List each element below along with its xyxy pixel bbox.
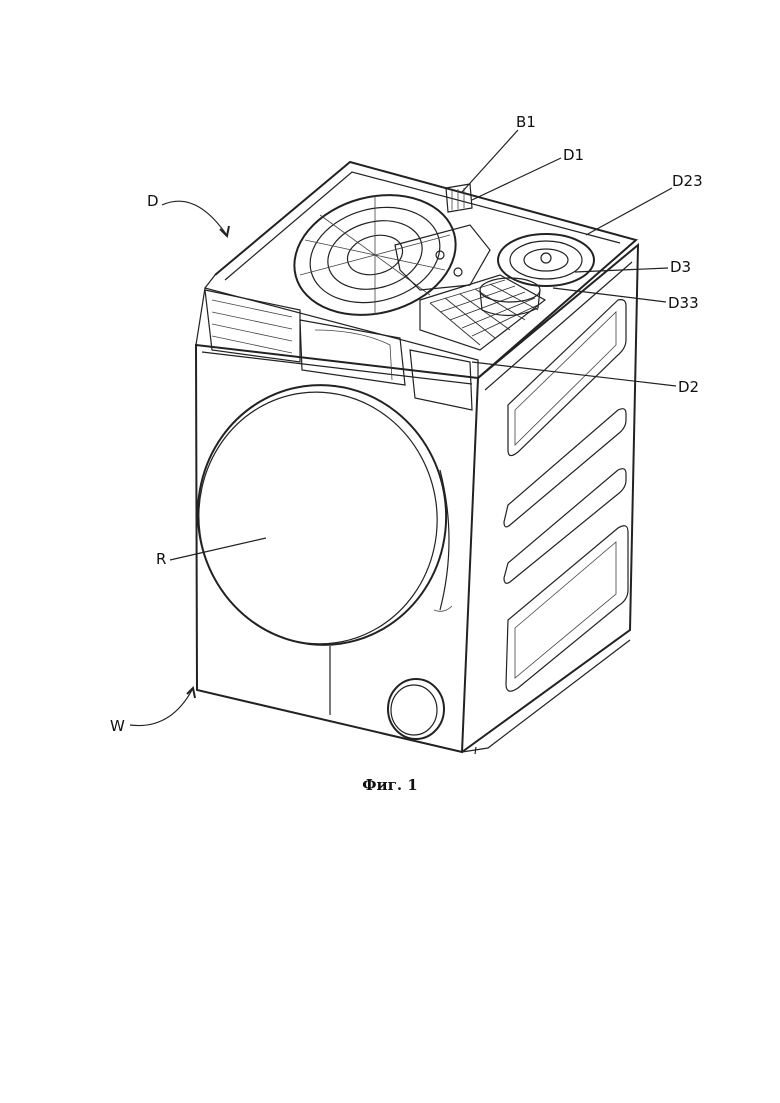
side-panel-ribs xyxy=(504,300,628,692)
label-D23: D23 xyxy=(672,172,703,190)
fan-grille xyxy=(281,178,469,332)
leader-lines xyxy=(130,130,676,726)
label-D: D xyxy=(147,192,159,210)
small-fan-D23 xyxy=(498,234,594,286)
door-R xyxy=(181,369,463,661)
label-D33: D33 xyxy=(668,294,699,312)
filter-cover xyxy=(388,679,444,739)
washer-dryer-body xyxy=(181,245,638,754)
label-W: W xyxy=(110,717,125,735)
label-R: R xyxy=(156,550,166,568)
label-D1: D1 xyxy=(563,146,584,164)
label-D2: D2 xyxy=(678,378,699,396)
label-B1: B1 xyxy=(516,113,536,131)
figure-caption: Фиг. 1 xyxy=(0,776,780,794)
dryer-module-D xyxy=(196,162,636,410)
label-D3: D3 xyxy=(670,258,691,276)
